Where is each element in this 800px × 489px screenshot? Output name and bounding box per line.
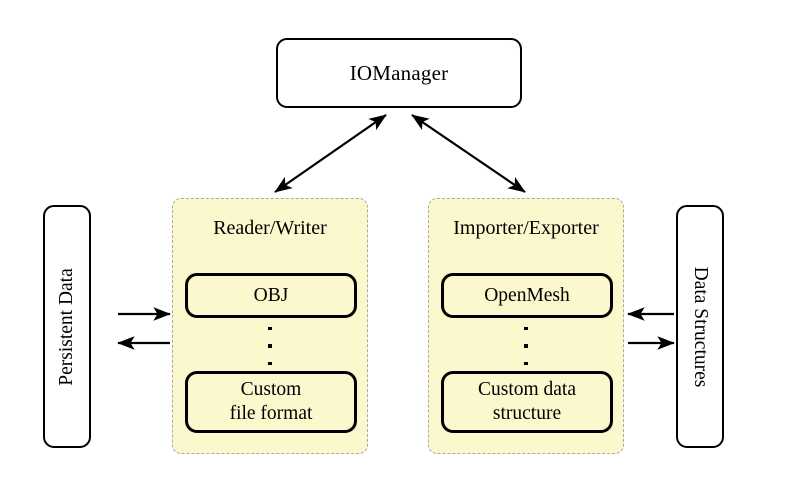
node-iomanager-label: IOManager [349,60,449,85]
dot-icon [268,361,272,365]
node-persistent-data[interactable]: Persistent Data [43,205,91,448]
item-custom-data-structure[interactable]: Custom data structure [441,371,613,433]
edge-manager-importer-exporter [411,114,526,193]
item-obj-label: OBJ [253,284,289,306]
node-data-structures[interactable]: Data Structures [676,205,724,448]
dot-icon [524,344,528,348]
item-custom-file-format[interactable]: Custom file format [185,371,357,433]
edge-manager-reader-writer [274,114,387,193]
vertical-dots-icon [173,327,367,365]
dot-icon [268,327,272,331]
item-custom-file-format-line1: Custom [240,379,302,401]
dot-icon [524,361,528,365]
item-custom-file-format-line2: file format [229,403,313,424]
group-reader-writer[interactable]: Reader/Writer OBJ Custom file format [172,198,368,454]
item-openmesh-label: OpenMesh [484,284,570,306]
group-importer-exporter-title: Importer/Exporter [453,217,599,239]
item-custom-data-structure-line2: structure [492,403,562,424]
node-iomanager[interactable]: IOManager [276,38,522,108]
item-openmesh[interactable]: OpenMesh [441,273,613,318]
vertical-dots-icon [429,327,623,365]
group-reader-writer-title: Reader/Writer [213,217,327,239]
dot-icon [524,327,528,331]
item-custom-data-structure-line1: Custom data [477,379,577,401]
item-obj[interactable]: OBJ [185,273,357,318]
dot-icon [268,344,272,348]
node-persistent-data-label: Persistent Data [56,267,77,386]
group-importer-exporter[interactable]: Importer/Exporter OpenMesh Custom data s… [428,198,624,454]
node-data-structures-label: Data Structures [690,266,711,387]
